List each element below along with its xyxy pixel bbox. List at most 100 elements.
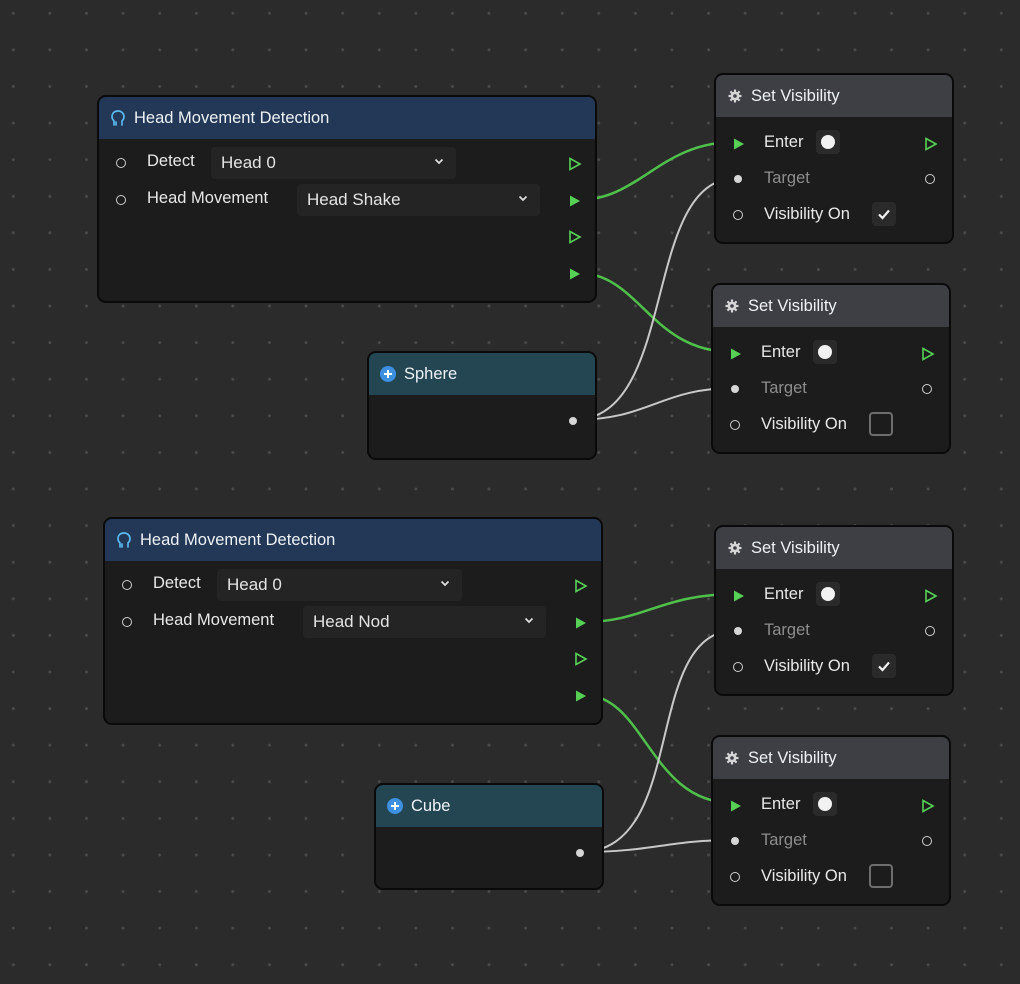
set-visibility-node[interactable]: Set Visibility Enter Target Visibility O… bbox=[711, 735, 951, 906]
node-header[interactable]: Sphere bbox=[369, 353, 595, 395]
target-output-port[interactable] bbox=[922, 384, 932, 394]
object-output-port[interactable] bbox=[569, 417, 577, 425]
flow-output-port-hollow[interactable] bbox=[568, 157, 582, 171]
enter-toggle[interactable] bbox=[816, 130, 840, 154]
chevron-down-icon bbox=[434, 158, 444, 165]
set-visibility-node[interactable]: Set Visibility Enter Target Visibility O… bbox=[711, 283, 951, 454]
visibility-on-label: Visibility On bbox=[764, 657, 850, 675]
set-visibility-node[interactable]: Set Visibility Enter Target Visibility O… bbox=[714, 73, 954, 244]
cube-object-node[interactable]: Cube bbox=[374, 783, 604, 890]
node-header[interactable]: Set Visibility bbox=[713, 285, 949, 327]
flow-wire bbox=[577, 271, 734, 354]
flow-output-port-connected[interactable] bbox=[568, 194, 582, 208]
flow-output-port-hollow[interactable] bbox=[568, 230, 582, 244]
toggle-dot bbox=[818, 345, 832, 359]
enter-label: Enter bbox=[761, 795, 801, 813]
detect-input-port[interactable] bbox=[116, 158, 126, 168]
visibility-on-checkbox[interactable] bbox=[869, 412, 893, 436]
flow-output-port-connected[interactable] bbox=[574, 616, 588, 630]
flow-output-port[interactable] bbox=[921, 347, 935, 361]
flow-output-port-hollow[interactable] bbox=[574, 652, 588, 666]
chevron-down-icon bbox=[518, 195, 528, 202]
node-header[interactable]: Head Movement Detection bbox=[99, 97, 595, 139]
visibility-input-port[interactable] bbox=[733, 662, 743, 672]
node-title: Set Visibility bbox=[748, 296, 837, 315]
detect-label: Detect bbox=[153, 574, 201, 592]
head-movement-detection-node[interactable]: Head Movement Detection Detect Head 0 He… bbox=[97, 95, 597, 303]
head-icon bbox=[115, 531, 133, 549]
node-header[interactable]: Head Movement Detection bbox=[105, 519, 601, 561]
target-input-port[interactable] bbox=[734, 627, 742, 635]
visibility-input-port[interactable] bbox=[730, 420, 740, 430]
target-label: Target bbox=[761, 379, 807, 397]
head-movement-input-port[interactable] bbox=[122, 617, 132, 627]
head-movement-dropdown[interactable]: Head Shake bbox=[297, 184, 540, 216]
plus-circle-icon bbox=[386, 797, 404, 815]
node-header[interactable]: Set Visibility bbox=[716, 527, 952, 569]
visibility-on-checkbox[interactable] bbox=[872, 202, 896, 226]
visibility-input-port[interactable] bbox=[730, 872, 740, 882]
flow-input-port[interactable] bbox=[729, 799, 743, 813]
enter-toggle[interactable] bbox=[813, 340, 837, 364]
flow-output-port-connected[interactable] bbox=[574, 689, 588, 703]
toggle-dot bbox=[821, 135, 835, 149]
detect-input-port[interactable] bbox=[122, 580, 132, 590]
target-output-port[interactable] bbox=[925, 174, 935, 184]
gear-icon bbox=[723, 749, 741, 767]
object-output-port[interactable] bbox=[576, 849, 584, 857]
target-input-port[interactable] bbox=[731, 837, 739, 845]
gear-icon bbox=[726, 87, 744, 105]
sphere-object-node[interactable]: Sphere bbox=[367, 351, 597, 460]
target-output-port[interactable] bbox=[922, 836, 932, 846]
enter-label: Enter bbox=[764, 133, 804, 151]
detect-dropdown[interactable]: Head 0 bbox=[211, 147, 456, 179]
detect-value: Head 0 bbox=[221, 153, 276, 172]
head-movement-value: Head Nod bbox=[313, 612, 390, 631]
target-output-port[interactable] bbox=[925, 626, 935, 636]
target-label: Target bbox=[764, 621, 810, 639]
flow-output-port[interactable] bbox=[924, 137, 938, 151]
head-movement-value: Head Shake bbox=[307, 190, 401, 209]
node-title: Sphere bbox=[404, 364, 458, 383]
visibility-on-checkbox[interactable] bbox=[869, 864, 893, 888]
set-visibility-node[interactable]: Set Visibility Enter Target Visibility O… bbox=[714, 525, 954, 696]
head-movement-dropdown[interactable]: Head Nod bbox=[303, 606, 546, 638]
head-movement-input-port[interactable] bbox=[116, 195, 126, 205]
chevron-down-icon bbox=[440, 580, 450, 587]
target-label: Target bbox=[761, 831, 807, 849]
toggle-dot bbox=[821, 587, 835, 601]
enter-toggle[interactable] bbox=[813, 792, 837, 816]
flow-output-port-hollow[interactable] bbox=[574, 579, 588, 593]
visibility-on-label: Visibility On bbox=[761, 415, 847, 433]
node-header[interactable]: Cube bbox=[376, 785, 602, 827]
flow-input-port[interactable] bbox=[732, 589, 746, 603]
flow-output-port[interactable] bbox=[924, 589, 938, 603]
chevron-down-icon bbox=[524, 617, 534, 624]
visibility-on-checkbox[interactable] bbox=[872, 654, 896, 678]
detect-dropdown[interactable]: Head 0 bbox=[217, 569, 462, 601]
head-movement-label: Head Movement bbox=[153, 611, 275, 629]
flow-output-port-connected[interactable] bbox=[568, 267, 582, 281]
node-title: Set Visibility bbox=[748, 748, 837, 767]
visibility-on-label: Visibility On bbox=[761, 867, 847, 885]
flow-input-port[interactable] bbox=[732, 137, 746, 151]
node-title: Set Visibility bbox=[751, 538, 840, 557]
toggle-dot bbox=[818, 797, 832, 811]
gear-icon bbox=[726, 539, 744, 557]
gear-icon bbox=[723, 297, 741, 315]
detect-value: Head 0 bbox=[227, 575, 282, 594]
flow-input-port[interactable] bbox=[729, 347, 743, 361]
visibility-input-port[interactable] bbox=[733, 210, 743, 220]
head-movement-detection-node[interactable]: Head Movement Detection Detect Head 0 He… bbox=[103, 517, 603, 725]
target-input-port[interactable] bbox=[731, 385, 739, 393]
detect-label: Detect bbox=[147, 152, 195, 170]
node-title: Head Movement Detection bbox=[140, 530, 336, 549]
flow-output-port[interactable] bbox=[921, 799, 935, 813]
node-header[interactable]: Set Visibility bbox=[716, 75, 952, 117]
plus-circle-icon bbox=[379, 365, 397, 383]
check-icon bbox=[878, 661, 890, 672]
enter-toggle[interactable] bbox=[816, 582, 840, 606]
target-input-port[interactable] bbox=[734, 175, 742, 183]
visibility-on-label: Visibility On bbox=[764, 205, 850, 223]
node-header[interactable]: Set Visibility bbox=[713, 737, 949, 779]
